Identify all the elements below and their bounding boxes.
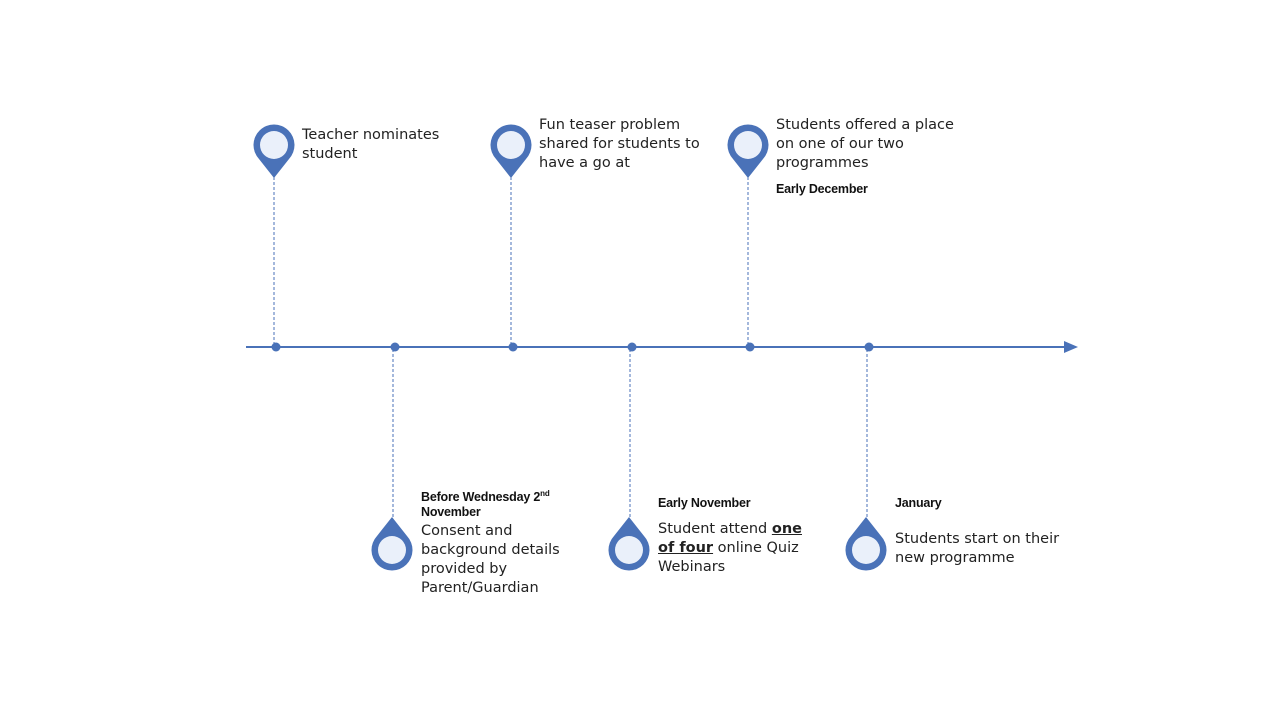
milestone-quiz-webinars-description-suffix: online Quiz Webinars: [658, 540, 799, 575]
milestone-consent-details-date-text: Before Wednesday 2: [421, 490, 541, 504]
axis-node-quiz-webinars: [627, 342, 637, 352]
map-pin-icon-teacher-nominates: [253, 124, 295, 178]
map-pin-icon-teaser-problem: [490, 124, 532, 178]
milestone-consent-details-date: Before Wednesday 2nd November: [421, 488, 581, 520]
map-pin-icon-quiz-webinars: [608, 517, 650, 571]
milestone-consent-details-date-suffix: November: [421, 505, 481, 519]
axis-node-teacher-nominates: [271, 342, 281, 352]
milestone-place-offered-date: Early December: [776, 182, 868, 196]
milestone-place-offered-description: Students offered a place on one of our t…: [776, 117, 954, 171]
milestone-teacher-nominates-description: Teacher nominates student: [302, 127, 440, 162]
milestone-consent-details-description: Consent and background details provided …: [421, 523, 560, 596]
map-pin-icon-programme-start: [845, 517, 887, 571]
axis-node-programme-start: [864, 342, 874, 352]
milestone-quiz-webinars-description-emphasis: one of four: [658, 521, 802, 556]
milestone-programme-start-date: January: [895, 496, 942, 510]
axis-node-place-offered: [745, 342, 755, 352]
map-pin-icon-place-offered: [727, 124, 769, 178]
map-pin-icon-consent-details: [371, 517, 413, 571]
timeline-arrowhead-icon: [1064, 341, 1078, 353]
milestone-teaser-problem-description: Fun teaser problem shared for students t…: [539, 117, 700, 171]
milestone-programme-start-description: Students start on their new programme: [895, 531, 1060, 566]
axis-node-teaser-problem: [508, 342, 518, 352]
milestone-quiz-webinars-date: Early November: [658, 496, 751, 510]
milestone-consent-details-date-sup: nd: [540, 488, 550, 498]
axis-node-consent-details: [390, 342, 400, 352]
milestone-quiz-webinars-description: Student attend one of four online Quiz W…: [658, 520, 823, 577]
milestone-quiz-webinars-description-prefix: Student attend: [658, 521, 772, 537]
